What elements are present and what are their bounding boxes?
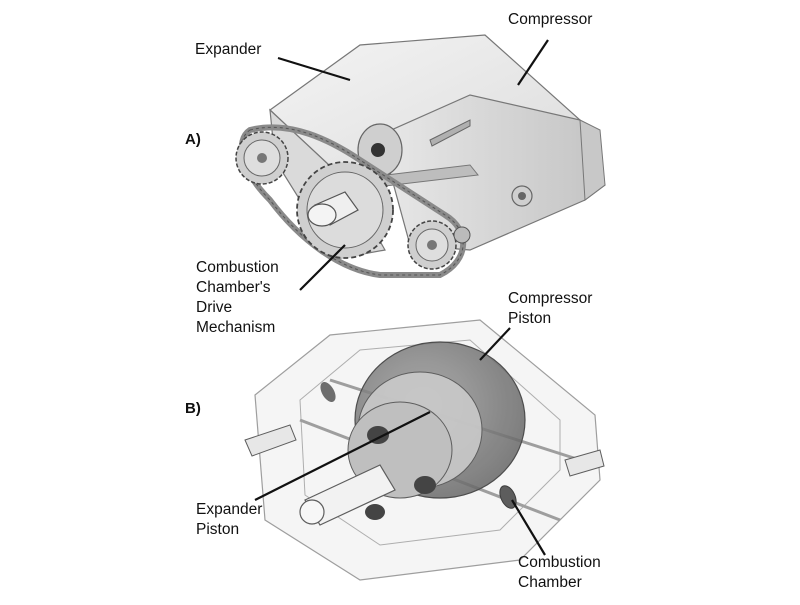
- leader-expander-piston: [254, 411, 431, 501]
- label-combustion-drive-mechanism: Combustion Chamber's Drive Mechanism: [196, 259, 279, 336]
- panel-label-a: A): [185, 131, 201, 148]
- leader-expander: [277, 56, 351, 82]
- panel-a-engine-assembly: [235, 34, 606, 278]
- panel-b-cutaway: [244, 319, 605, 581]
- label-compressor: Compressor: [508, 11, 593, 28]
- label-expander-piston: Expander Piston: [196, 501, 263, 538]
- label-expander: Expander: [195, 41, 262, 58]
- leader-combustion-chamber: [511, 499, 546, 556]
- leader-compressor-piston: [479, 327, 511, 361]
- leader-compressor: [517, 39, 549, 86]
- label-combustion-chamber: Combustion Chamber: [518, 554, 601, 591]
- leader-drive-mechanism: [299, 244, 346, 291]
- panel-label-b: B): [185, 400, 201, 417]
- leader-lines: [254, 39, 549, 556]
- label-compressor-piston: Compressor Piston: [508, 290, 593, 327]
